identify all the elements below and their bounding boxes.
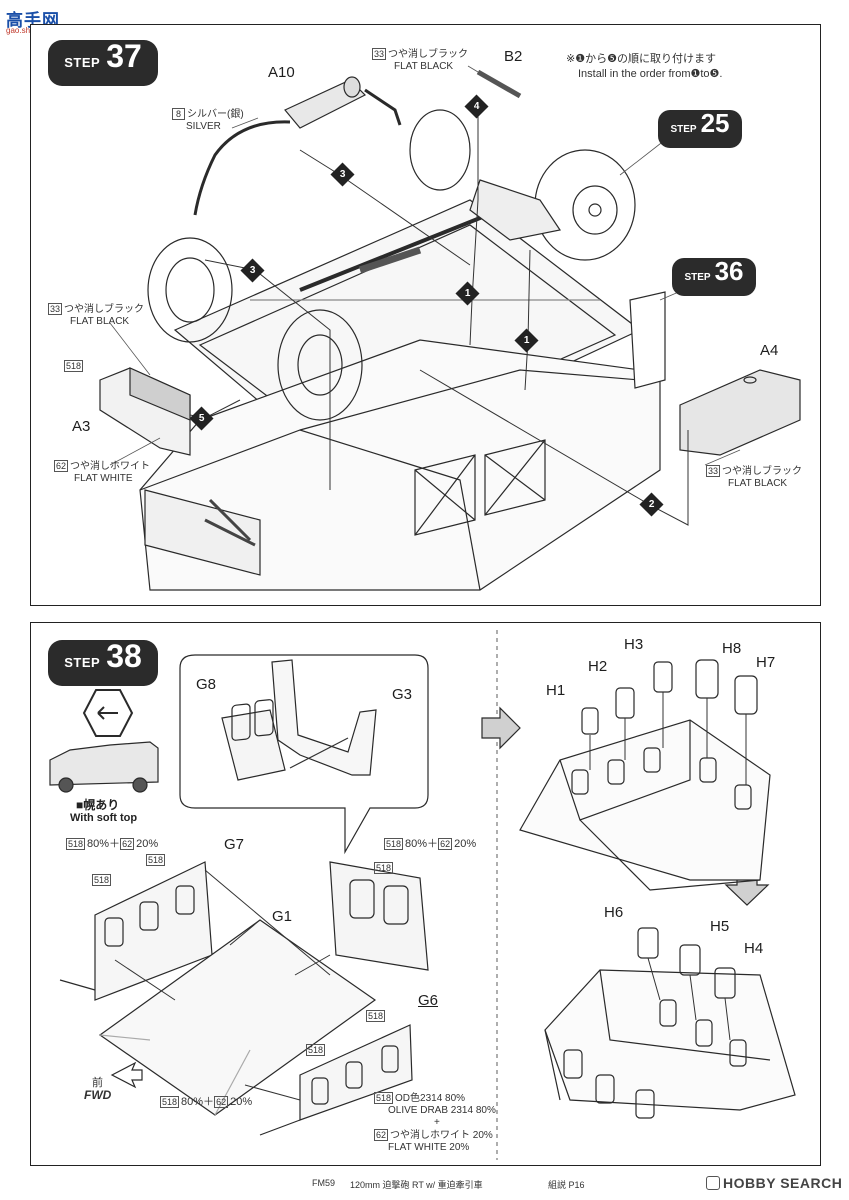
legend-white-en: FLAT WHITE 20% — [388, 1142, 470, 1153]
step-25-reference: STEP 25 — [658, 110, 742, 148]
part-label-h4: H4 — [744, 940, 764, 957]
forward-label-jp: 前 — [92, 1077, 103, 1089]
part-label-a3: A3 — [72, 418, 91, 435]
paint-code: 62 — [214, 1096, 229, 1108]
paint-name-en: FLAT BLACK — [394, 61, 454, 72]
part-label-g8: G8 — [196, 676, 217, 693]
step-38-badge: STEP 38 — [48, 640, 158, 686]
paint-name-en: FLAT WHITE — [74, 473, 133, 484]
paint-code: 33 — [372, 48, 387, 60]
paint-code: 62 — [374, 1129, 389, 1141]
mix-ratio-b: 20% — [136, 838, 159, 850]
mix-ratio-b: 20% — [230, 1096, 253, 1108]
paint-code: 62 — [438, 838, 453, 850]
paint-name-en: FLAT BLACK — [70, 316, 130, 327]
paint-label-518-a3: 518 — [64, 360, 85, 373]
paint-name-en: FLAT BLACK — [728, 478, 788, 489]
part-label-h3: H3 — [624, 636, 644, 653]
step-number: 38 — [106, 638, 142, 674]
paint-code: 62 — [54, 460, 69, 472]
step-number: 37 — [106, 38, 142, 74]
footer-page: 組説 P16 — [548, 1180, 585, 1190]
part-label-g3: G3 — [392, 686, 413, 703]
code-518-g7b: 518 — [92, 874, 112, 886]
part-label-a10: A10 — [268, 64, 295, 81]
step-ref-word: STEP — [684, 272, 711, 283]
paint-name-en: SILVER — [186, 121, 221, 132]
part-label-h8: H8 — [722, 640, 742, 657]
step-word: STEP — [64, 655, 101, 670]
part-label-h1: H1 — [546, 682, 566, 699]
soft-top-label-en: With soft top — [70, 812, 138, 824]
hobby-search-logo-mark — [706, 1175, 720, 1190]
step-ref-number: 25 — [700, 108, 730, 138]
part-label-g7: G7 — [224, 836, 245, 853]
paint-code: 33 — [48, 303, 63, 315]
footer-code: FM59 — [312, 1178, 336, 1188]
footer: FM59 120mm 迫撃砲 RT w/ 重迫牽引車 組説 P16 HOBBY … — [0, 1168, 849, 1200]
hobby-search-logo: HOBBY SEARCH — [706, 1174, 842, 1192]
part-label-a4: A4 — [760, 342, 779, 359]
legend-white-jp: つや消しホワイト 20% — [390, 1130, 493, 1141]
legend-plus: + — [434, 1117, 440, 1128]
part-label-h2: H2 — [588, 658, 608, 675]
part-label-h7: H7 — [756, 654, 776, 671]
paint-name-jp: つや消しホワイト — [70, 461, 151, 472]
paint-code: 518 — [64, 360, 84, 372]
hobby-search-brand: HOBBY SEARCH — [723, 1174, 843, 1191]
mix-ratio-a: 80%＋ — [87, 838, 121, 850]
legend-od-en: OLIVE DRAB 2314 80% — [388, 1105, 496, 1116]
paint-code: 518 — [66, 838, 86, 850]
paint-code: 62 — [120, 838, 135, 850]
paint-name-jp: つや消しブラック — [388, 49, 469, 60]
mix-ratio-a: 80%＋ — [405, 838, 439, 850]
paint-name-jp: つや消しブラック — [722, 466, 803, 477]
step-37-badge: STEP 37 — [48, 40, 158, 86]
code-518-g7a: 518 — [146, 854, 166, 866]
part-label-h5: H5 — [710, 918, 730, 935]
part-label-h6: H6 — [604, 904, 624, 921]
code-518-rear: 518 — [374, 862, 394, 874]
code-518-g6b: 518 — [306, 1044, 326, 1056]
part-label-b2: B2 — [504, 48, 523, 65]
step-36-reference: STEP 36 — [672, 258, 756, 296]
mix-ratio-b: 20% — [454, 838, 477, 850]
paint-code: 518 — [374, 1092, 394, 1104]
step-ref-word: STEP — [670, 124, 697, 135]
paint-code: 8 — [172, 108, 185, 120]
assembly-order-note-jp: ※❶から❺の順に取り付けます — [566, 53, 716, 65]
mix-ratio-a: 80%＋ — [181, 1096, 215, 1108]
soft-top-label-jp: ■幌あり — [76, 798, 120, 812]
footer-title: 120mm 迫撃砲 RT w/ 重迫牽引車 — [350, 1180, 483, 1190]
paint-code: 518 — [384, 838, 404, 850]
legend-od-jp: OD色2314 80% — [395, 1093, 466, 1104]
code-518-g6a: 518 — [366, 1010, 386, 1022]
paint-name-jp: シルバー(銀) — [187, 109, 244, 120]
part-label-g1: G1 — [272, 908, 293, 925]
paint-code: 518 — [160, 1096, 180, 1108]
paint-code: 33 — [706, 465, 721, 477]
step-ref-number: 36 — [714, 256, 744, 286]
part-label-g6: G6 — [418, 992, 439, 1009]
paint-name-jp: つや消しブラック — [64, 304, 145, 315]
forward-label-en: FWD — [84, 1088, 112, 1102]
step-word: STEP — [64, 55, 101, 70]
assembly-order-note-en: Install in the order from❶to❺. — [578, 68, 723, 80]
